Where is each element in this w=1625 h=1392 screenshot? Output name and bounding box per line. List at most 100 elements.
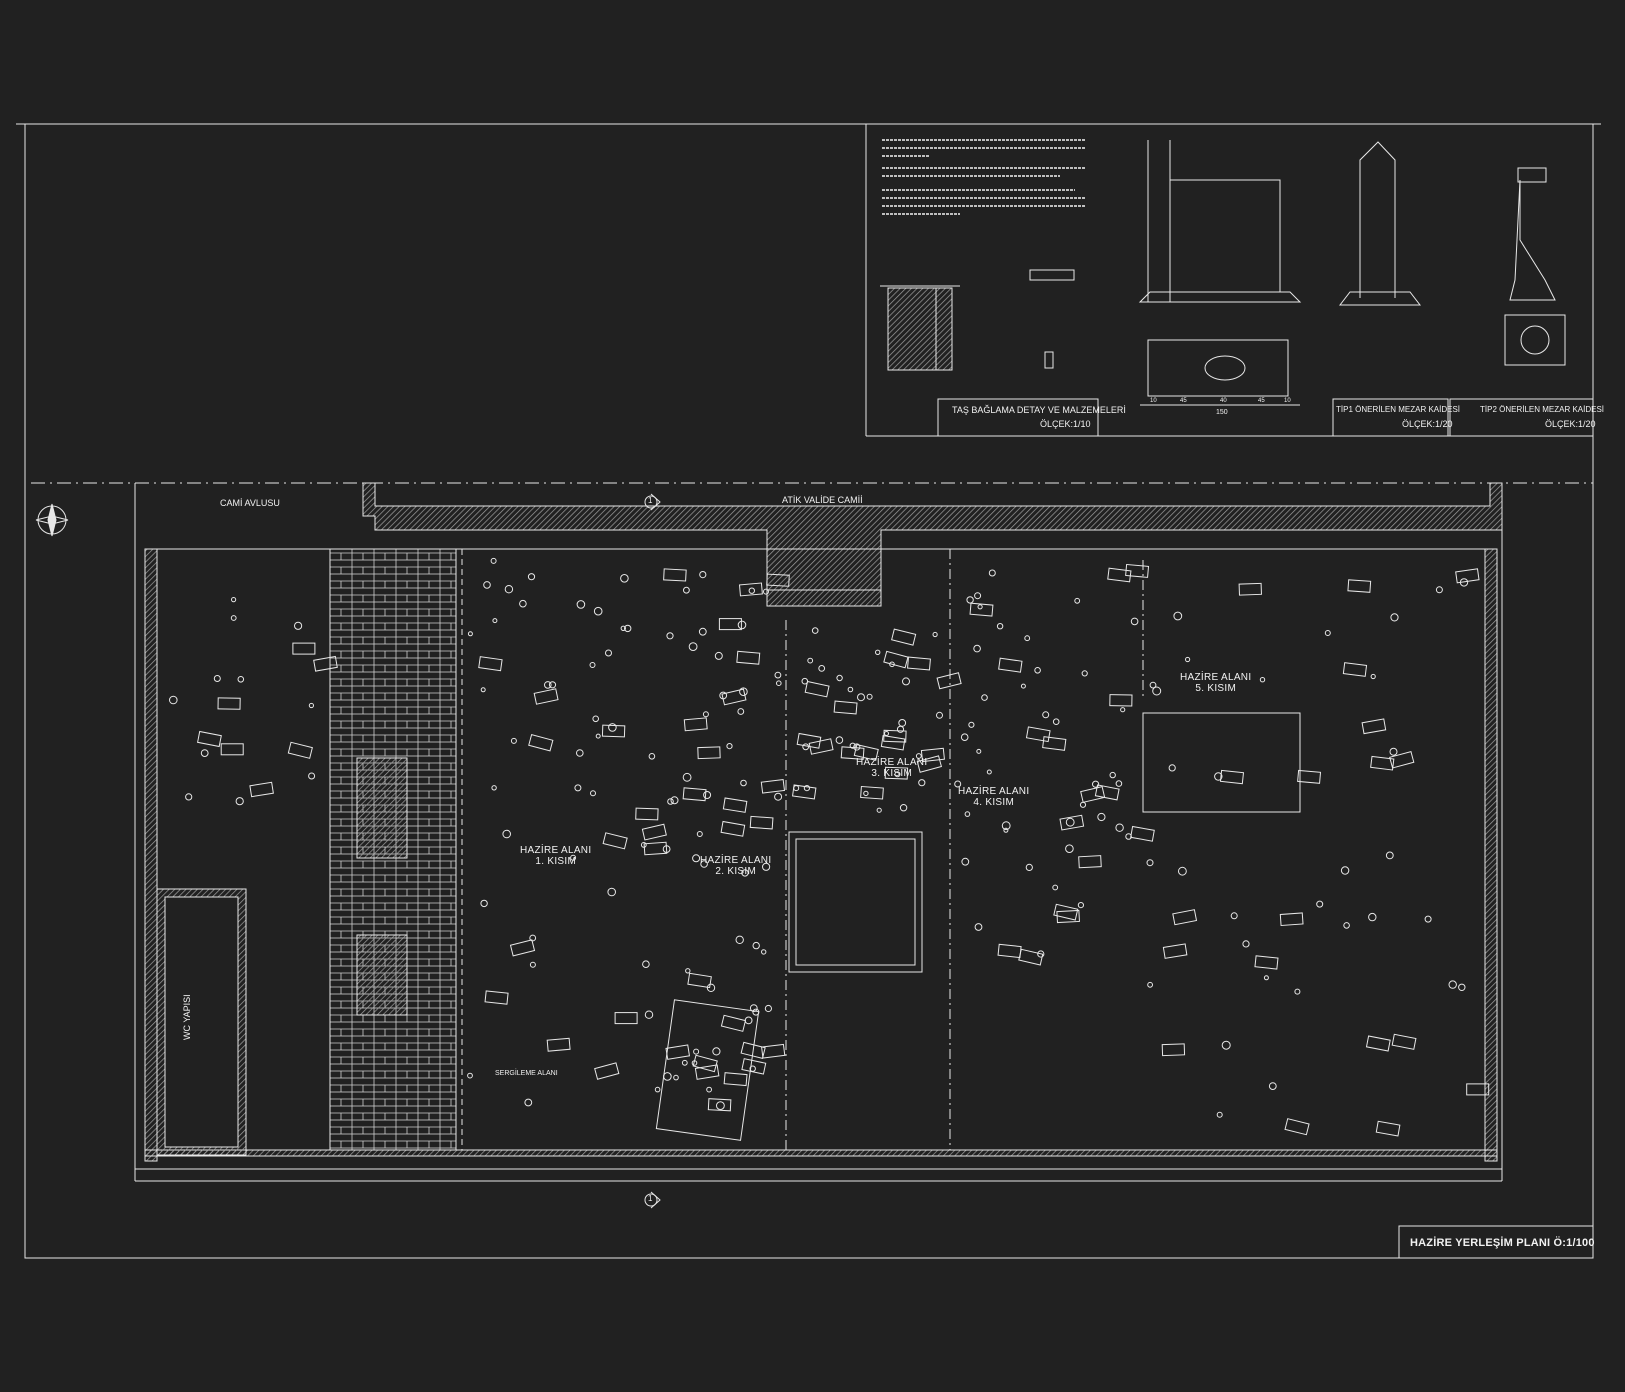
- grave-stone: [737, 708, 745, 715]
- grave-stone: [853, 743, 861, 751]
- grave-base: [1161, 1043, 1186, 1057]
- grave-stone: [1146, 859, 1154, 867]
- grave-stone: [590, 790, 596, 797]
- grave-stone: [836, 674, 843, 682]
- section-marker-label-top: 1: [648, 496, 653, 505]
- grave-stone: [976, 748, 982, 754]
- grave-base: [1238, 582, 1262, 596]
- grave-base: [1365, 1035, 1391, 1052]
- grave-base: [313, 655, 338, 672]
- grave-stone: [230, 615, 237, 621]
- grave-base: [1347, 579, 1372, 593]
- grave-stone: [741, 869, 749, 877]
- grave-base: [1391, 1033, 1417, 1050]
- grave-stone: [1263, 975, 1269, 981]
- grave-stone: [1458, 983, 1466, 991]
- grave-stone: [974, 592, 982, 600]
- grave-stone: [902, 677, 910, 686]
- section-marker-top: [644, 493, 661, 511]
- grave-base: [880, 735, 906, 751]
- area-3-part: 3. KISIM: [871, 768, 913, 779]
- grave-stone: [1343, 922, 1350, 929]
- grave-stone: [961, 857, 970, 866]
- grave-base: [1375, 1120, 1401, 1137]
- grave-base: [249, 781, 274, 798]
- grave-base: [833, 700, 858, 715]
- wc-label: WC YAPISI: [182, 994, 192, 1040]
- grave-stone: [735, 935, 744, 944]
- grave-base: [761, 1043, 786, 1059]
- grave-stone: [835, 736, 844, 744]
- grave-base: [723, 1072, 748, 1087]
- area-2-part: 2. KISIM: [715, 866, 757, 877]
- tip1-dim-3: 40: [1220, 398, 1227, 404]
- tip1-dim-5: 10: [1284, 398, 1291, 404]
- grave-base: [707, 1098, 732, 1112]
- grave-stone: [1065, 817, 1075, 827]
- grave-base: [891, 628, 917, 646]
- grave-base: [1342, 662, 1368, 677]
- grave-base: [635, 807, 659, 821]
- grave-base: [884, 766, 909, 780]
- grave-base: [760, 778, 786, 794]
- grave-base: [1389, 750, 1415, 769]
- grave-base: [1107, 567, 1132, 583]
- grave-base: [687, 972, 712, 989]
- grave-stone: [1003, 827, 1009, 833]
- grave-stone: [699, 571, 707, 579]
- grave-stone: [1115, 780, 1123, 787]
- grave-base: [853, 744, 879, 761]
- grave-stone: [739, 687, 748, 697]
- grave-stone: [200, 749, 209, 757]
- perimeter-wall-left: [144, 548, 158, 1162]
- section-marker-label-bottom: 1: [648, 1194, 653, 1203]
- grave-stone: [696, 831, 703, 837]
- grave-stone: [1020, 683, 1026, 689]
- grave-base: [1094, 784, 1120, 801]
- tip1-total-dimension: 150: [1216, 409, 1228, 416]
- grave-stone: [1221, 1040, 1231, 1050]
- area-3-enclosure: [788, 831, 923, 973]
- grave-stone: [169, 695, 178, 705]
- grave-stone: [529, 961, 536, 968]
- grave-stone: [683, 586, 690, 594]
- grave-stone: [884, 731, 889, 736]
- grave-stone: [1435, 586, 1443, 594]
- grave-stone: [527, 573, 536, 581]
- grave-stone: [803, 785, 811, 792]
- grave-stone: [592, 715, 600, 723]
- grave-stone: [876, 807, 882, 813]
- grave-stone: [483, 581, 491, 589]
- grave-base: [1370, 755, 1395, 771]
- grave-stone: [640, 842, 647, 848]
- detail-scale-2: ÖLÇEK:1/20: [1402, 419, 1453, 429]
- grave-base: [796, 732, 822, 749]
- grave-stone: [988, 569, 996, 577]
- courtyard-label: CAMİ AVLUSU: [220, 498, 280, 508]
- grave-base: [998, 657, 1023, 673]
- grave-base: [1455, 568, 1480, 584]
- grave-stone: [1024, 635, 1031, 642]
- area-2-title: HAZİRE ALANI: [700, 855, 772, 866]
- grave-base: [840, 746, 865, 760]
- notes-block: [882, 139, 1085, 215]
- grave-base: [883, 650, 909, 669]
- grave-stone: [607, 887, 617, 897]
- grave-stone: [1130, 617, 1139, 626]
- grave-base: [1162, 943, 1188, 959]
- grave-stone: [574, 784, 582, 792]
- grave-stone: [682, 772, 692, 782]
- grave-stone: [1042, 711, 1050, 719]
- detail-title-box-1: [937, 398, 1099, 437]
- grave-stone: [915, 753, 922, 759]
- grave-stone: [231, 597, 237, 603]
- grave-stone: [1115, 823, 1124, 832]
- grave-stone: [308, 772, 316, 780]
- grave-stone: [529, 934, 537, 942]
- grave-base: [720, 1014, 747, 1032]
- grave-stone: [490, 557, 497, 564]
- grave-stone: [1034, 667, 1041, 674]
- tip1-stone-elevation: [1338, 141, 1422, 306]
- grave-base: [741, 1058, 767, 1075]
